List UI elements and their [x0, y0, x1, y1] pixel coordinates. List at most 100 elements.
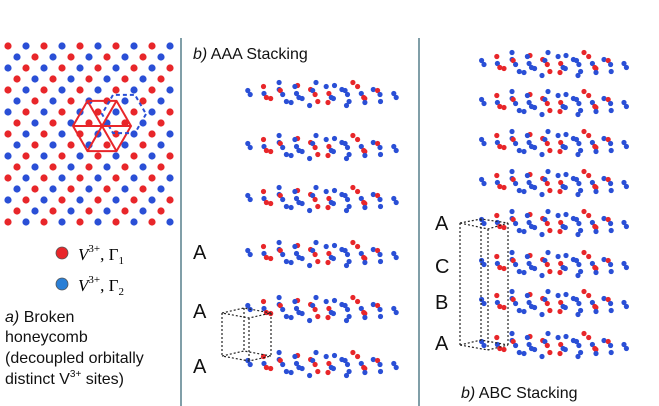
layer-site [391, 90, 397, 97]
lattice-site [22, 130, 30, 138]
layer-site [526, 341, 532, 348]
layer-site [621, 260, 627, 267]
layer-site [344, 144, 351, 151]
layer-site [605, 57, 611, 64]
layer-site [539, 353, 545, 360]
aaa-layer-3 [245, 184, 399, 214]
layer-site [589, 179, 596, 186]
layer-site [293, 360, 300, 367]
lattice-site [121, 97, 129, 105]
layer-site [268, 200, 274, 207]
layer-site [555, 132, 561, 139]
layer-site [283, 258, 289, 265]
honeycomb-overlay [71, 93, 148, 153]
layer-site [370, 246, 376, 253]
layer-site [343, 372, 350, 379]
lattice-site [13, 185, 21, 193]
lattice-site [139, 75, 147, 83]
layer-site [573, 136, 580, 143]
lattice-site [139, 207, 147, 215]
layer-site [545, 288, 551, 295]
lattice-site [130, 174, 138, 182]
layer-site [581, 249, 587, 256]
layer-site [521, 269, 527, 276]
lattice-site [148, 64, 156, 72]
layer-site [555, 334, 561, 341]
layer-site [608, 300, 614, 307]
layer-site [516, 68, 522, 75]
lattice-site [76, 152, 84, 160]
aaa-layer-5 [245, 294, 399, 324]
abc-label-2: C [435, 256, 449, 278]
layer-site [377, 306, 383, 313]
layer-site [621, 179, 627, 186]
layer-site [516, 147, 522, 154]
lattice-site [22, 86, 30, 94]
layer-site [310, 302, 316, 309]
lattice-site [103, 53, 111, 61]
layer-site [555, 292, 561, 299]
legend-sub: 2 [118, 286, 124, 298]
layer-site [521, 108, 527, 115]
layer-site [245, 192, 251, 199]
layer-site [557, 69, 563, 76]
lattice-site [157, 141, 165, 149]
layer-site [494, 253, 500, 260]
layer-site [558, 299, 564, 306]
layer-site [299, 95, 305, 102]
layer-site [516, 187, 522, 194]
lattice-site [49, 185, 57, 193]
layer-site [325, 152, 331, 159]
layer-site [526, 179, 532, 186]
layer-site [375, 192, 381, 199]
svg-text:V3+, Γ1: V3+, Γ1 [78, 243, 124, 267]
layer-site [563, 52, 569, 59]
layer-site [581, 168, 587, 175]
lattice-site [166, 86, 174, 94]
layer-site [362, 259, 368, 266]
lattice-site [157, 75, 165, 83]
legend-v: V [78, 245, 91, 264]
layer-site [326, 360, 332, 367]
lattice-site [31, 75, 39, 83]
layer-site [377, 258, 384, 265]
layer-site [330, 310, 336, 317]
layer-site [481, 300, 487, 307]
layer-site [494, 179, 500, 186]
layer-site [542, 96, 548, 103]
layer-site [524, 292, 531, 299]
layer-site [510, 296, 516, 303]
layer-site [330, 255, 336, 262]
layer-site [623, 223, 630, 230]
layer-site [247, 91, 253, 98]
layer-site [362, 255, 368, 262]
layer-site [608, 307, 614, 314]
layer-site [343, 155, 350, 162]
layer-site [544, 342, 550, 349]
layer-site [497, 223, 503, 230]
lattice-site [31, 185, 39, 193]
lattice-site [85, 119, 93, 127]
layer-site [623, 264, 630, 271]
lattice-site [4, 218, 12, 226]
layer-site [601, 337, 607, 344]
layer-site [542, 257, 548, 264]
aaa-layers [245, 79, 399, 379]
layer-site [516, 268, 522, 275]
aaa-label-top: A [193, 242, 207, 264]
layer-site [557, 148, 563, 155]
lattice-site [85, 75, 93, 83]
layer-site [245, 87, 251, 94]
layer-site [393, 309, 399, 316]
layer-site [547, 268, 553, 275]
layer-site [516, 107, 522, 114]
lattice-site [67, 207, 75, 215]
lattice-site [148, 86, 156, 94]
layer-site [342, 140, 348, 147]
layer-site [261, 195, 267, 202]
lattice-site [166, 174, 174, 182]
lattice-site [112, 64, 120, 72]
layer-site [362, 310, 368, 317]
layer-site [532, 65, 538, 72]
layer-site [545, 330, 551, 337]
